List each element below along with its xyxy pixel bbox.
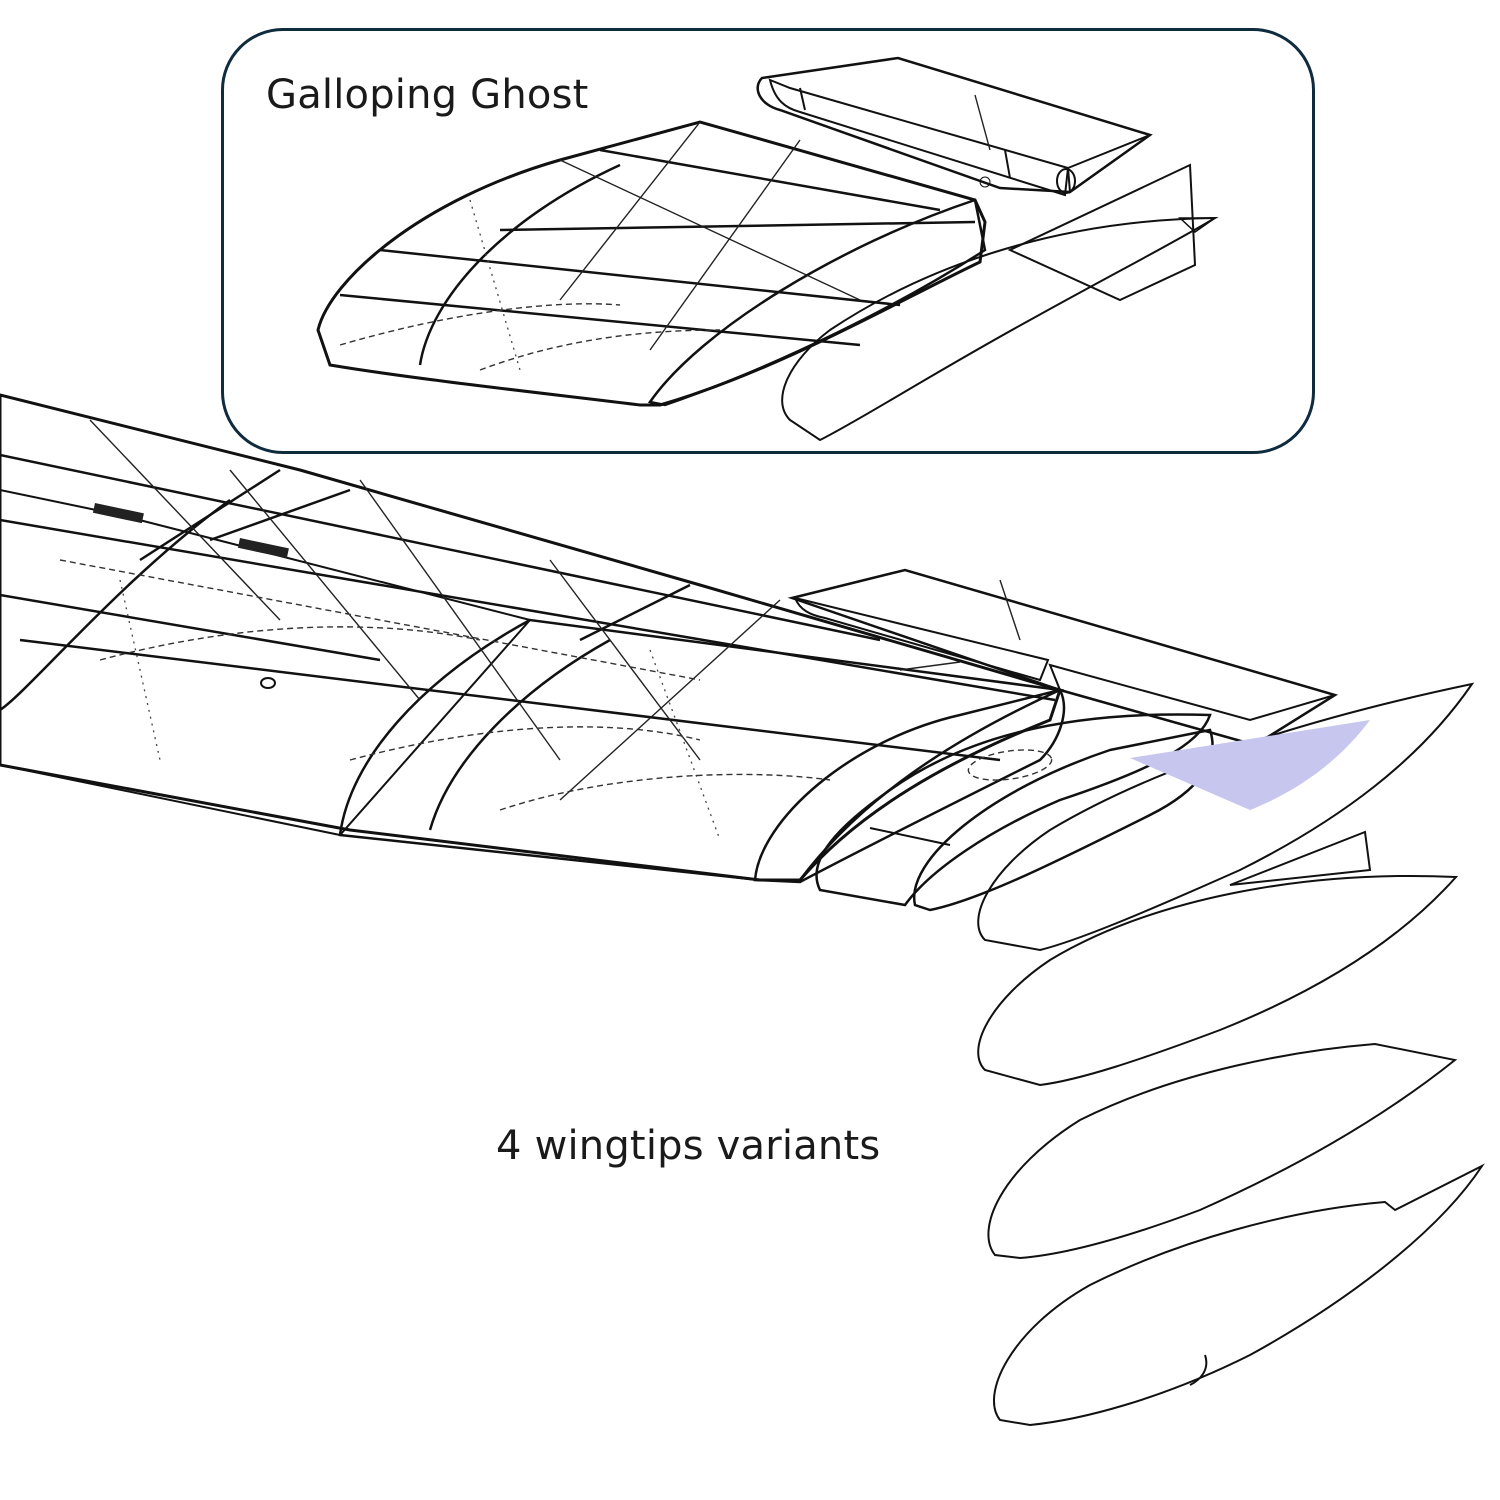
inset-aileron [756,56,1153,197]
main-wing [0,393,1065,882]
main-wing-rib-cap [753,688,1066,884]
wingtip-variant-3 [987,1042,1458,1260]
wingtip-variant-1 [977,682,1475,952]
main-aileron [787,568,1339,747]
wingtip-variant-2 [977,830,1459,1087]
wingtip-variants-label: 4 wingtips variants [496,1123,881,1169]
inset-wingtip [781,163,1219,442]
inset-frame [221,28,1315,454]
wingtip-variant-4 [993,1163,1485,1427]
inset-title: Galloping Ghost [266,72,589,118]
tip-fairing-lavender [815,713,1212,907]
inset-wing-panel [316,120,987,407]
